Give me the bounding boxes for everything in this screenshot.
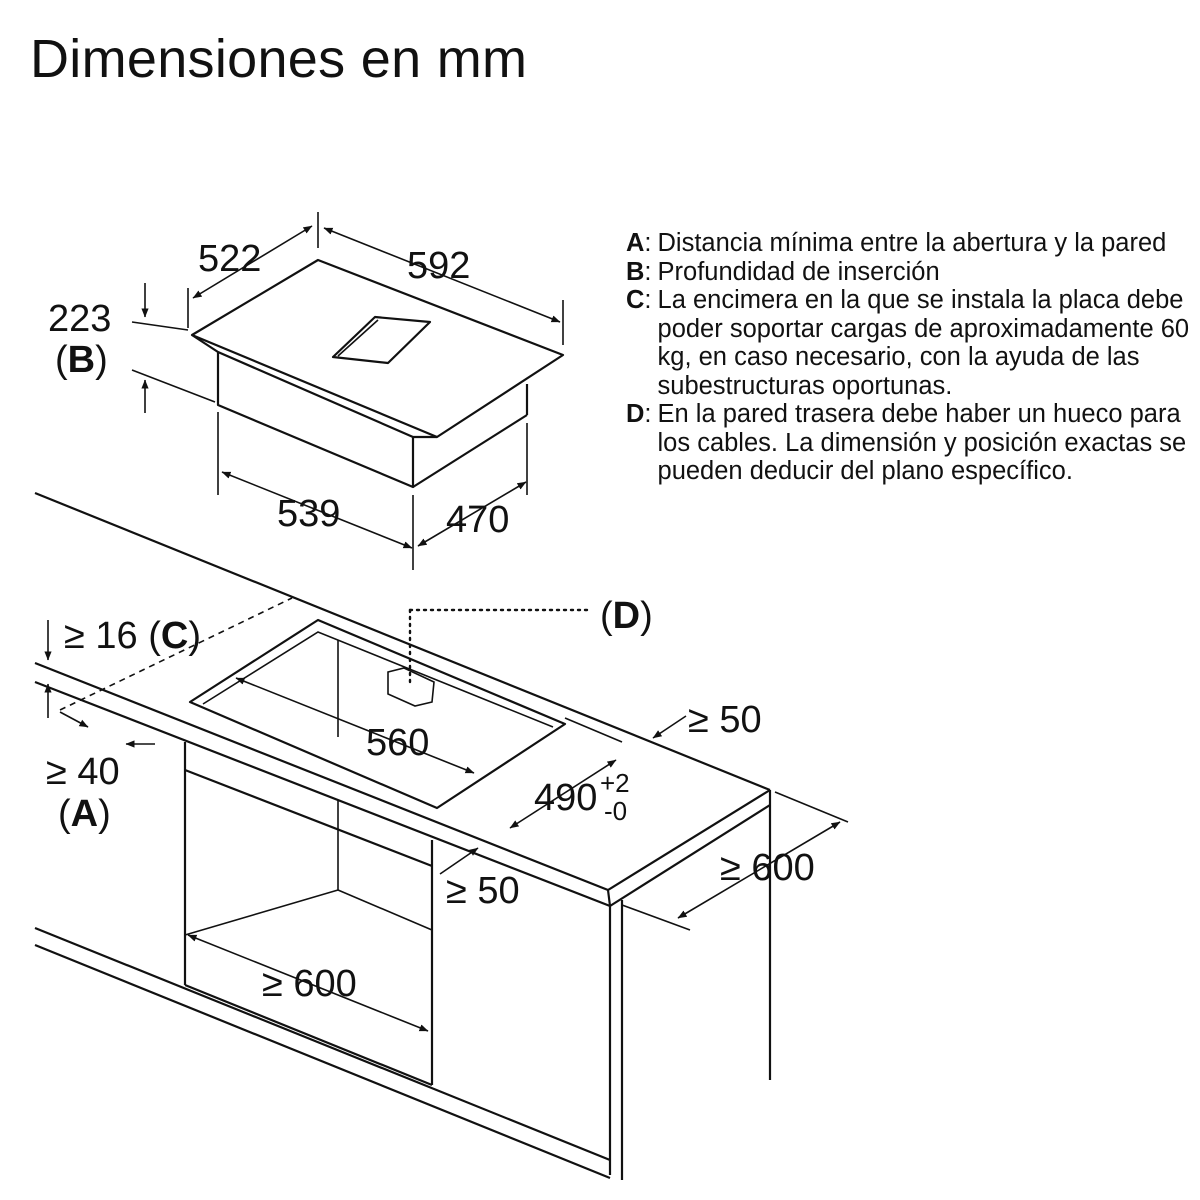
rear-distance-label: ≥ 50	[688, 699, 762, 741]
legend: A: Distancia mínima entre la abertura y …	[626, 229, 1192, 486]
page-title: Dimensiones en mm	[30, 29, 528, 89]
cutout-depth-label: 490	[534, 777, 597, 819]
cutout-depth-tol-plus: +2	[600, 768, 630, 798]
legend-text: Profundidad de inserción	[657, 257, 940, 286]
worktop-drawing	[34, 491, 772, 1180]
hob-depth-label: 522	[198, 238, 261, 280]
cutout-depth-tol-minus: -0	[604, 796, 627, 826]
insertion-depth-label: 223	[48, 298, 111, 340]
hob-extractor-vent	[331, 315, 432, 365]
legend-text: La encimera en la que se instala la plac…	[657, 286, 1190, 400]
hob-cutout-width-label: 539	[277, 493, 340, 535]
legend-key: A	[626, 229, 645, 257]
legend-item-d: D: En la pared trasera debe haber un hue…	[626, 400, 1192, 486]
legend-text: Distancia mínima entre la abertura y la …	[657, 229, 1167, 257]
legend-text: En la pared trasera debe haber un hueco …	[657, 400, 1187, 485]
cabinet-width-label: ≥ 600	[262, 963, 357, 1005]
legend-key: D	[626, 400, 645, 428]
legend-item-a: A: Distancia mínima entre la abertura y …	[626, 229, 1192, 258]
front-distance-label: ≥ 40	[46, 751, 120, 793]
side-distance-label: ≥ 50	[446, 870, 520, 912]
insertion-depth-key: (B)	[55, 339, 108, 381]
legend-item-b: B: Profundidad de inserción	[626, 258, 1192, 287]
cutout-width-label: 560	[366, 722, 429, 764]
worktop-thickness-label: ≥ 16 (C)	[64, 615, 201, 657]
cable-opening-key: (D)	[600, 595, 653, 637]
front-distance-key: (A)	[58, 793, 111, 835]
hob-cutout-depth-label: 470	[446, 499, 509, 541]
legend-key: C	[626, 286, 645, 314]
legend-item-c: C: La encimera en la que se instala la p…	[626, 286, 1192, 400]
hob-width-label: 592	[407, 245, 470, 287]
worktop-depth-label: ≥ 600	[720, 847, 815, 889]
worktop-dimensions: ≥ 16 (C) ≥ 40 (A) 560 490 +2 -0 ≥ 50 ≥ 5…	[44, 595, 849, 1032]
hob-dimensions: 522 592 223 (B) 539 470	[48, 212, 564, 570]
hob-drawing	[190, 258, 565, 489]
legend-key: B	[626, 257, 645, 286]
